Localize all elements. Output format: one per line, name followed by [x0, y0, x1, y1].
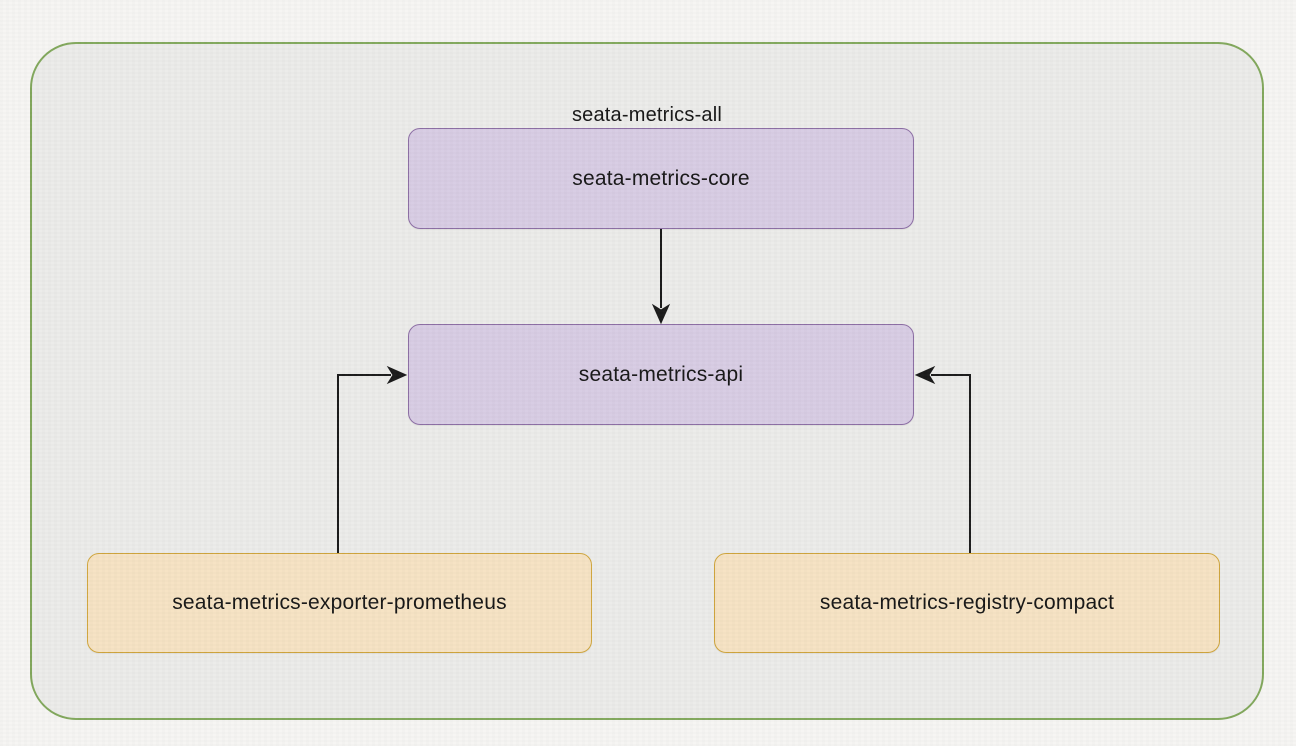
- node-seata-metrics-api: seata-metrics-api: [408, 324, 914, 425]
- node-seata-metrics-exporter-prometheus: seata-metrics-exporter-prometheus: [87, 553, 592, 653]
- node-label: seata-metrics-core: [572, 166, 750, 190]
- group-title: seata-metrics-all: [571, 104, 723, 126]
- node-label: seata-metrics-api: [578, 362, 744, 386]
- node-label: seata-metrics-exporter-prometheus: [172, 591, 507, 614]
- node-label: seata-metrics-registry-compact: [819, 591, 1115, 614]
- node-seata-metrics-core: seata-metrics-core: [408, 128, 914, 229]
- node-seata-metrics-registry-compact: seata-metrics-registry-compact: [714, 553, 1220, 653]
